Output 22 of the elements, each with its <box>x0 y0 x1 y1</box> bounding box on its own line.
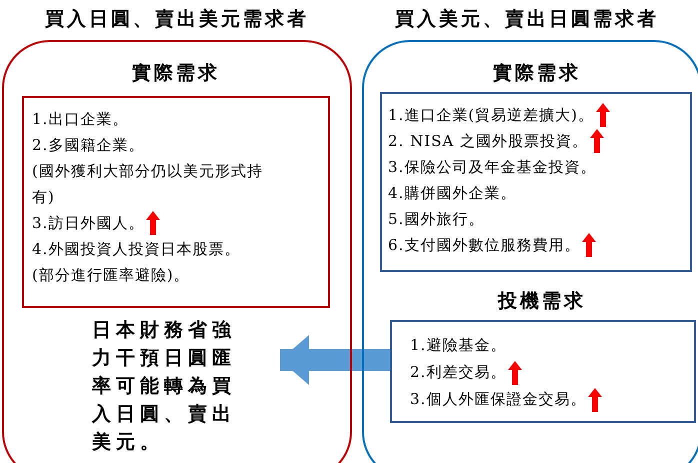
list-item: (國外獲利大部分仍以美元形式持有) <box>32 161 264 208</box>
heading: 買入美元、賣出日圓需求者 <box>394 7 660 32</box>
list-item: 3.保險公司及年金基金投資。 <box>388 157 596 178</box>
list-item: 4.購併國外企業。 <box>388 183 516 204</box>
list-item: (部分進行匯率避險)。 <box>32 265 190 286</box>
block-arrow <box>280 335 390 385</box>
heading: 實際需求 <box>131 61 221 86</box>
list-item: 3.個人外匯保證金交易。 <box>410 389 586 410</box>
list-item: 4.外國投資人投資日本股票。 <box>32 239 240 260</box>
list-item: 1.避險基金。 <box>410 335 506 356</box>
list-item: 1.出口企業。 <box>32 109 128 130</box>
list-item: 5.國外旅行。 <box>388 209 484 230</box>
heading: 實際需求 <box>492 61 582 86</box>
list-item: 1.進口企業(貿易逆差擴大)。 <box>388 105 594 126</box>
list-item: 2.利差交易。 <box>410 362 506 383</box>
list-item: 6.支付國外數位服務費用。 <box>388 235 580 256</box>
list-item: 3.訪日外國人。 <box>32 213 144 234</box>
heading: 投機需求 <box>496 289 587 314</box>
list-item: 2.多國籍企業。 <box>32 135 144 156</box>
heading: 買入日圓、賣出美元需求者 <box>44 7 310 32</box>
note-text: 日本財務省強力干預日圓匯率可能轉為買入日圓、賣出美元。 <box>92 318 237 455</box>
list-item: 2. NISA 之國外股票投資。 <box>388 131 588 152</box>
